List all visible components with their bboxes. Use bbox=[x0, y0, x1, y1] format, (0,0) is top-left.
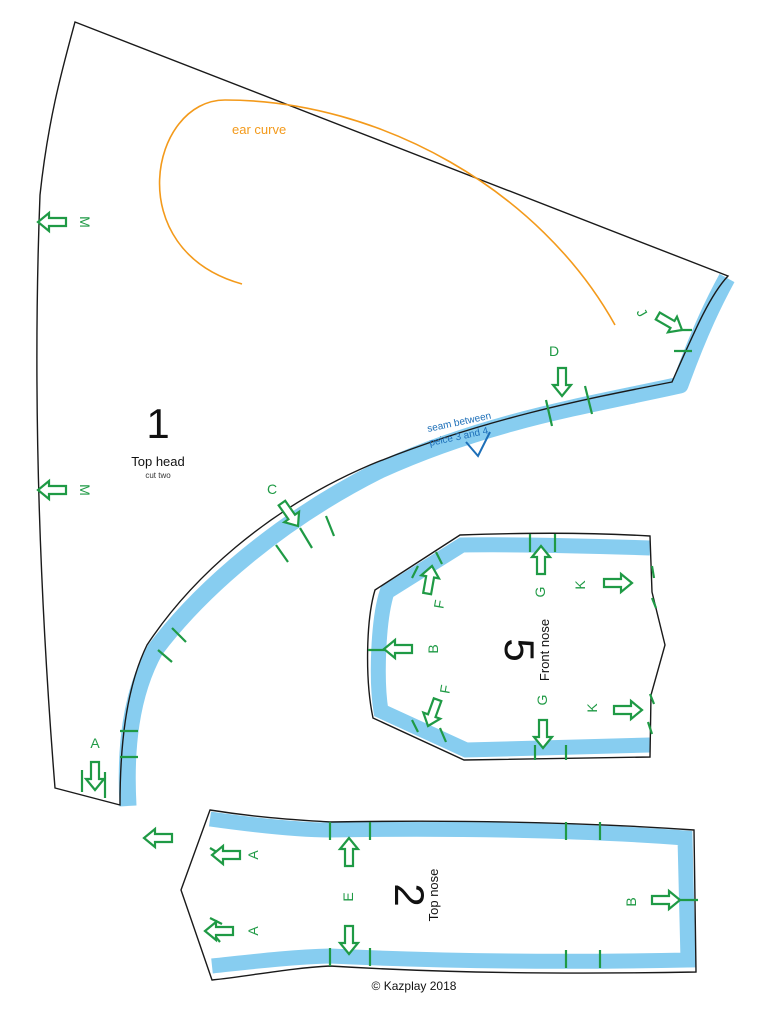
notch-a-upper: A bbox=[210, 844, 261, 866]
notch-k-lower-letter: K bbox=[584, 703, 600, 713]
notch-arrow-icon bbox=[612, 699, 644, 721]
notch-g-lower-letter: G bbox=[534, 695, 550, 706]
piece-2-outline bbox=[180, 809, 697, 981]
notch-a-lower-letter: A bbox=[245, 926, 261, 936]
notch-c: C bbox=[267, 481, 307, 533]
notch-arrow-icon bbox=[338, 836, 360, 868]
piece-1-seam-allowance bbox=[118, 273, 735, 807]
notch-arrow-icon bbox=[36, 479, 68, 501]
notch-f-upper-letter: F bbox=[430, 599, 447, 610]
notch-arrow-icon bbox=[650, 889, 682, 911]
piece-1-cut-note: cut two bbox=[145, 471, 171, 480]
notch-k-upper-letter: K bbox=[572, 580, 588, 590]
notch-e: E bbox=[338, 836, 360, 956]
notch-b-letter: B bbox=[425, 644, 441, 653]
notch-g-lower: G bbox=[532, 695, 554, 750]
notch-arrow-icon bbox=[551, 366, 573, 398]
notch-arrow-icon bbox=[36, 211, 68, 233]
notch-b-right-letter: B bbox=[623, 897, 639, 906]
copyright-footer: © Kazplay 2018 bbox=[372, 979, 457, 993]
notch-arrow-icon bbox=[382, 638, 414, 660]
notch-f-lower: F bbox=[418, 684, 454, 731]
piece-5-front-nose: 5 Front nose F G K bbox=[366, 532, 666, 761]
piece-5-name: Front nose bbox=[537, 619, 552, 681]
notch-a-lower: A bbox=[203, 920, 261, 942]
notch-arrow-icon bbox=[210, 844, 242, 866]
piece-1-number: 1 bbox=[146, 400, 169, 447]
piece-5-number: 5 bbox=[496, 638, 543, 661]
notch-b-piece-2: B bbox=[623, 889, 682, 911]
notch-d: D bbox=[549, 343, 573, 398]
notch-m-upper: M bbox=[36, 211, 93, 233]
notch-a-letter: A bbox=[90, 735, 100, 751]
notch-m-lower: M bbox=[36, 479, 93, 501]
piece-2-name: Top nose bbox=[426, 869, 441, 922]
piece-1-top-head: ear curve seam between peice 3 and 4 1 T… bbox=[36, 21, 735, 807]
notch-g-upper: G bbox=[530, 544, 552, 598]
notch-c-letter: C bbox=[267, 481, 277, 497]
notch-j: J bbox=[633, 306, 688, 339]
notch-a-piece-1: A bbox=[80, 735, 107, 798]
notch-arrow-icon bbox=[84, 760, 106, 792]
piece-2-seam-allowance bbox=[208, 811, 696, 974]
piece-5-seam-allowance bbox=[370, 537, 651, 758]
piece-2-top-nose: 2 Top nose A A E bbox=[180, 809, 698, 981]
notch-k-lower: K bbox=[584, 699, 644, 721]
notch-d-letter: D bbox=[549, 343, 559, 359]
notch-arrow-icon bbox=[203, 920, 235, 942]
notch-j-letter: J bbox=[633, 306, 650, 320]
notch-g-upper-letter: G bbox=[532, 587, 548, 598]
notch-f-upper: F bbox=[417, 563, 448, 610]
notch-arrow-icon bbox=[652, 307, 688, 339]
ear-curve-line bbox=[158, 99, 616, 326]
notch-m-upper-letter: M bbox=[77, 216, 93, 228]
notch-m-lower-letter: M bbox=[77, 484, 93, 496]
piece-2-seam-ticks bbox=[209, 822, 698, 968]
notch-arrow-icon bbox=[602, 572, 634, 594]
piece-2-number: 2 bbox=[386, 883, 433, 906]
ear-curve-label: ear curve bbox=[232, 122, 286, 137]
piece-1-outline bbox=[36, 21, 730, 806]
notch-k-upper: K bbox=[572, 572, 634, 594]
piece-5-outline bbox=[366, 532, 666, 761]
seam-note-tick-icon bbox=[465, 431, 491, 458]
notch-arrow-icon bbox=[142, 827, 174, 849]
piece-1-name: Top head bbox=[131, 454, 185, 469]
notch-f-lower-letter: F bbox=[436, 684, 453, 695]
notch-b-piece-5: B bbox=[382, 638, 441, 660]
notch-e-letter: E bbox=[340, 892, 356, 901]
notch-a-upper-letter: A bbox=[245, 850, 261, 860]
